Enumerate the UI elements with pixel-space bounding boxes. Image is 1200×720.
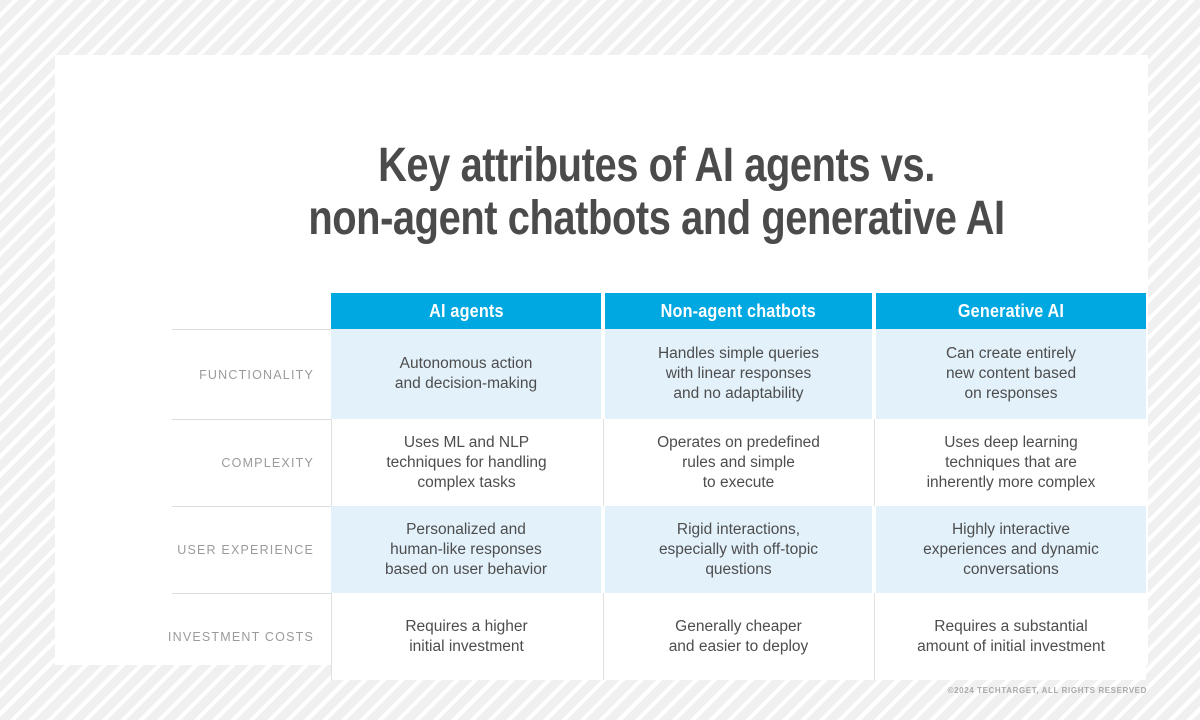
table-cell: Personalized and human-like responses ba…: [331, 506, 601, 593]
column-header-ai-agents: AI agents: [331, 293, 601, 329]
row-label-complexity: COMPLEXITY: [172, 419, 331, 506]
page-title: Key attributes of AI agents vs. non-agen…: [308, 139, 1005, 245]
table-cell: Autonomous action and decision-making: [331, 329, 601, 419]
table-cell: Requires a substantial amount of initial…: [876, 593, 1146, 680]
table-cell: Generally cheaper and easier to deploy: [605, 593, 872, 680]
column-header-label: AI agents: [428, 300, 504, 321]
table-cell: Rigid interactions, especially with off-…: [605, 506, 872, 593]
table-cell: Requires a higher initial investment: [331, 593, 601, 680]
column-gap: [872, 506, 876, 593]
column-header-label: Non-agent chatbots: [660, 300, 817, 321]
table-cell: Handles simple queries with linear respo…: [605, 329, 872, 419]
copyright-text: ©2024 TECHTARGET, ALL RIGHTS RESERVED: [947, 686, 1147, 695]
column-gap: [872, 329, 876, 419]
table-cell: Uses deep learning techniques that are i…: [876, 419, 1146, 506]
table-cell: Operates on predefined rules and simple …: [605, 419, 872, 506]
column-gap: [601, 506, 605, 593]
column-divider: [872, 419, 876, 506]
row-label-user-experience: USER EXPERIENCE: [172, 506, 331, 593]
column-divider: [601, 593, 605, 680]
column-header-non-agent-chatbots: Non-agent chatbots: [605, 293, 872, 329]
comparison-table: AI agents Non-agent chatbots Generative …: [168, 293, 1146, 680]
column-gap: [601, 329, 605, 419]
column-header-generative-ai: Generative AI: [876, 293, 1146, 329]
column-divider: [872, 593, 876, 680]
column-gap: [601, 293, 605, 329]
row-label-investment-costs: INVESTMENT COSTS: [168, 593, 331, 680]
table-cell: Highly interactive experiences and dynam…: [876, 506, 1146, 593]
column-gap: [872, 293, 876, 329]
table-cell: Uses ML and NLP techniques for handling …: [331, 419, 601, 506]
row-label-functionality: FUNCTIONALITY: [172, 329, 331, 419]
infographic-card: Key attributes of AI agents vs. non-agen…: [55, 55, 1148, 680]
column-header-label: Generative AI: [957, 300, 1065, 321]
header-spacer: [172, 293, 331, 329]
column-divider: [601, 419, 605, 506]
table-cell: Can create entirely new content based on…: [876, 329, 1146, 419]
